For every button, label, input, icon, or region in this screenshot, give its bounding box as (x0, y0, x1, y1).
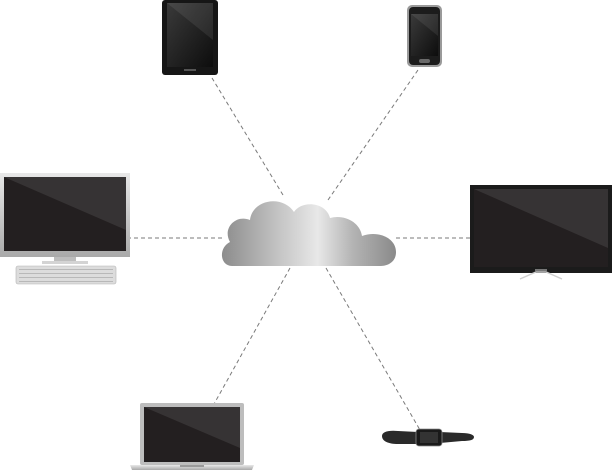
connectors (130, 69, 470, 431)
desktop-computer-icon (0, 173, 130, 285)
tablet-icon (162, 0, 218, 75)
flat-screen-tv-icon (470, 185, 612, 280)
connector-smartphone (327, 69, 419, 201)
connector-laptop (213, 267, 291, 405)
smartwatch-icon (382, 428, 474, 447)
smartphone-icon (407, 5, 442, 67)
cloud-icon (221, 201, 396, 266)
connector-tablet (211, 77, 284, 196)
connector-smartwatch (325, 267, 421, 431)
laptop-icon (130, 403, 254, 470)
